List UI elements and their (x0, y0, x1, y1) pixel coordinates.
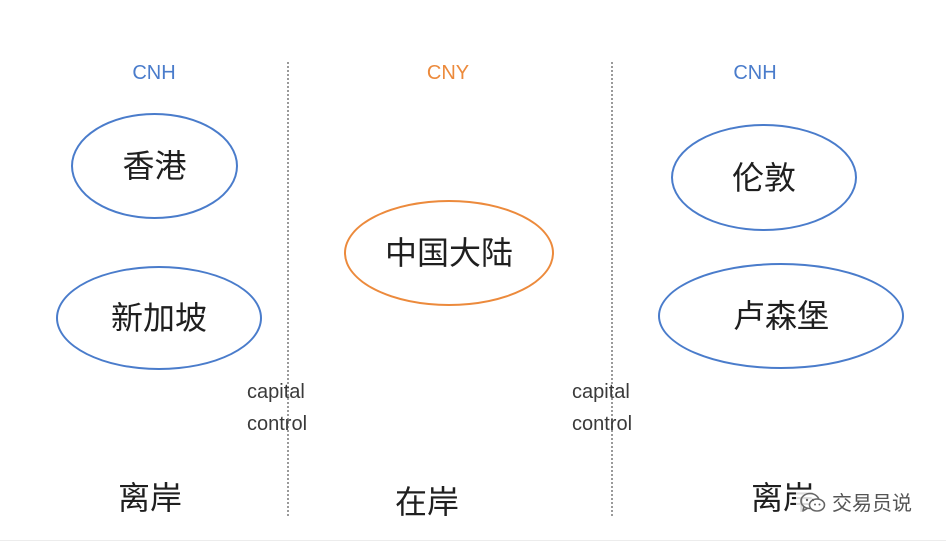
divider-right (611, 62, 613, 516)
node-mainland-label: 中国大陆 (384, 234, 513, 272)
capital-control-left-line2: control (247, 413, 308, 435)
node-luxembourg: 卢森堡 (658, 263, 904, 369)
currency-label-center: CNY (426, 62, 470, 84)
bottom-border (0, 540, 946, 541)
node-singapore: 新加坡 (56, 266, 262, 370)
capital-control-left-line1: capital (247, 381, 305, 403)
node-hongkong: 香港 (71, 113, 238, 219)
currency-label-left: CNH (132, 62, 176, 84)
node-hongkong-label: 香港 (122, 147, 187, 185)
node-singapore-label: 新加坡 (110, 299, 207, 337)
capital-control-right-line2: control (572, 413, 633, 435)
zone-label-left: 离岸 (117, 479, 183, 517)
wechat-icon (800, 492, 826, 514)
currency-label-right: CNH (733, 62, 777, 84)
node-london: 伦敦 (671, 124, 857, 231)
node-london-label: 伦敦 (731, 158, 796, 197)
watermark-text: 交易员说 (832, 491, 912, 515)
capital-control-right-line1: capital (572, 381, 630, 403)
zone-label-center: 在岸 (394, 483, 460, 521)
node-mainland: 中国大陆 (344, 200, 554, 306)
capital-control-left: capital control (247, 376, 337, 440)
divider-left (287, 62, 289, 516)
watermark: 交易员说 (796, 490, 916, 516)
capital-control-right: capital control (572, 376, 662, 440)
node-luxembourg-label: 卢森堡 (732, 297, 829, 335)
